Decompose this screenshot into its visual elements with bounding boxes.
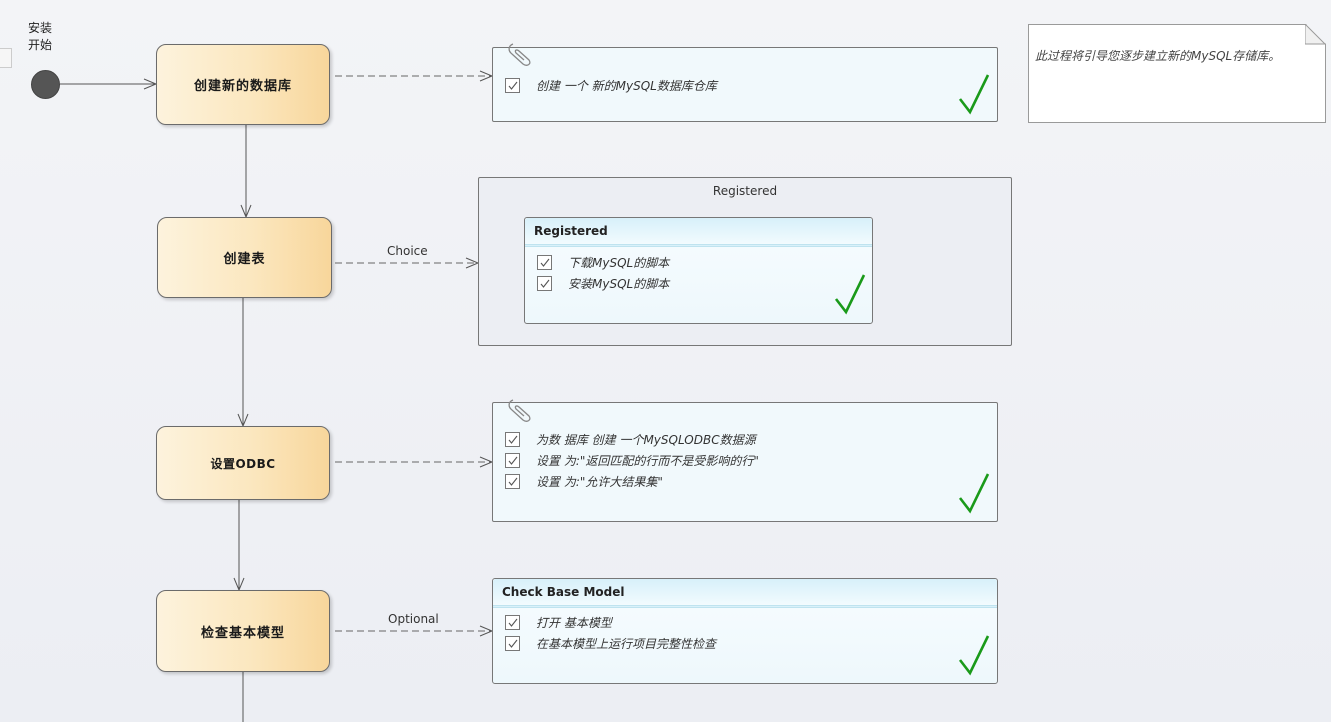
start-label: 安装 开始 — [22, 20, 58, 54]
activity-check-base-model[interactable]: 检查基本模型 — [156, 590, 330, 672]
checklist-item[interactable]: 安装MySQL的脚本 — [537, 273, 669, 294]
checkbox-checked[interactable] — [505, 78, 520, 93]
checklist-items: 为数 据库 创建 一个MySQLODBC数据源 设置 为:"返回匹配的行而不是受… — [505, 429, 759, 492]
activity-label: 检查基本模型 — [200, 625, 285, 641]
checkbox-checked[interactable] — [505, 636, 520, 651]
checkbox-checked[interactable] — [537, 255, 552, 270]
checklist-item[interactable]: 打开 基本模型 — [505, 612, 716, 633]
activity-create-tables[interactable]: 创建表 — [157, 217, 332, 298]
checkbox-checked[interactable] — [537, 276, 552, 291]
paperclip-icon — [508, 43, 531, 66]
checklist-item-text: 创建 一个 新的MySQL数据库仓库 — [536, 79, 717, 93]
activity-label: 创建新的数据库 — [193, 79, 292, 94]
checklist-create-database[interactable]: 创建 一个 新的MySQL数据库仓库 — [492, 47, 998, 122]
checklist-item[interactable]: 创建 一个 新的MySQL数据库仓库 — [505, 75, 717, 96]
checklist-check-base-model[interactable]: Check Base Model 打开 基本模型 在基本模型上运行项目完整性检查 — [492, 578, 998, 684]
checklist-item-text: 设置 为:"返回匹配的行而不是受影响的行" — [536, 454, 759, 468]
checklist-item[interactable]: 设置 为:"返回匹配的行而不是受影响的行" — [505, 450, 759, 471]
checklist-items: 打开 基本模型 在基本模型上运行项目完整性检查 — [505, 612, 716, 654]
checklist-item[interactable]: 在基本模型上运行项目完整性检查 — [505, 633, 716, 654]
checklist-items: 创建 一个 新的MySQL数据库仓库 — [505, 75, 717, 96]
checklist-item-text: 设置 为:"允许大结果集" — [536, 475, 663, 489]
paperclip-icon — [508, 399, 531, 422]
note-text: 此过程将引导您逐步建立新的MySQL存储库。 — [1035, 49, 1281, 63]
edge-label-choice: Choice — [387, 244, 428, 258]
activity-setup-odbc[interactable]: 设置ODBC — [156, 426, 330, 500]
checkmark-complete-icon — [958, 473, 990, 514]
checklist-item-text: 下载MySQL的脚本 — [568, 256, 670, 270]
start-label-line1: 安装 — [27, 21, 52, 35]
checkbox-checked[interactable] — [505, 615, 520, 630]
note-description[interactable]: 此过程将引导您逐步建立新的MySQL存储库。 — [1028, 24, 1326, 123]
note-folded-corner — [1305, 24, 1326, 45]
checkbox-checked[interactable] — [505, 432, 520, 447]
checklist-item-text: 安装MySQL的脚本 — [568, 277, 670, 291]
checklist-header: Registered — [525, 218, 872, 247]
checkmark-complete-icon — [958, 74, 990, 115]
checklist-item-text: 为数 据库 创建 一个MySQLODBC数据源 — [536, 433, 756, 447]
checkmark-complete-icon — [834, 274, 866, 315]
edge-label-optional: Optional — [388, 612, 439, 626]
checklist-item[interactable]: 下载MySQL的脚本 — [537, 252, 669, 273]
checkmark-complete-icon — [958, 635, 990, 676]
checklist-item-text: 在基本模型上运行项目完整性检查 — [536, 637, 717, 651]
checkbox-checked[interactable] — [505, 474, 520, 489]
activity-label: 创建表 — [223, 252, 266, 267]
activity-create-database[interactable]: 创建新的数据库 — [156, 44, 330, 125]
checkbox-checked[interactable] — [505, 453, 520, 468]
checklist-header: Check Base Model — [493, 579, 997, 608]
checklist-items: 下载MySQL的脚本 安装MySQL的脚本 — [537, 252, 669, 294]
start-label-line2: 开始 — [27, 38, 52, 52]
start-node[interactable] — [31, 70, 60, 99]
offscreen-element-edge — [0, 48, 12, 68]
checklist-item-text: 打开 基本模型 — [536, 616, 612, 630]
checklist-registered[interactable]: Registered 下载MySQL的脚本 安装MySQL的脚本 — [524, 217, 873, 324]
region-title: Registered — [712, 184, 778, 198]
checklist-item[interactable]: 设置 为:"允许大结果集" — [505, 471, 759, 492]
activity-label: 设置ODBC — [210, 456, 276, 471]
checklist-setup-odbc[interactable]: 为数 据库 创建 一个MySQLODBC数据源 设置 为:"返回匹配的行而不是受… — [492, 402, 998, 522]
checklist-item[interactable]: 为数 据库 创建 一个MySQLODBC数据源 — [505, 429, 759, 450]
